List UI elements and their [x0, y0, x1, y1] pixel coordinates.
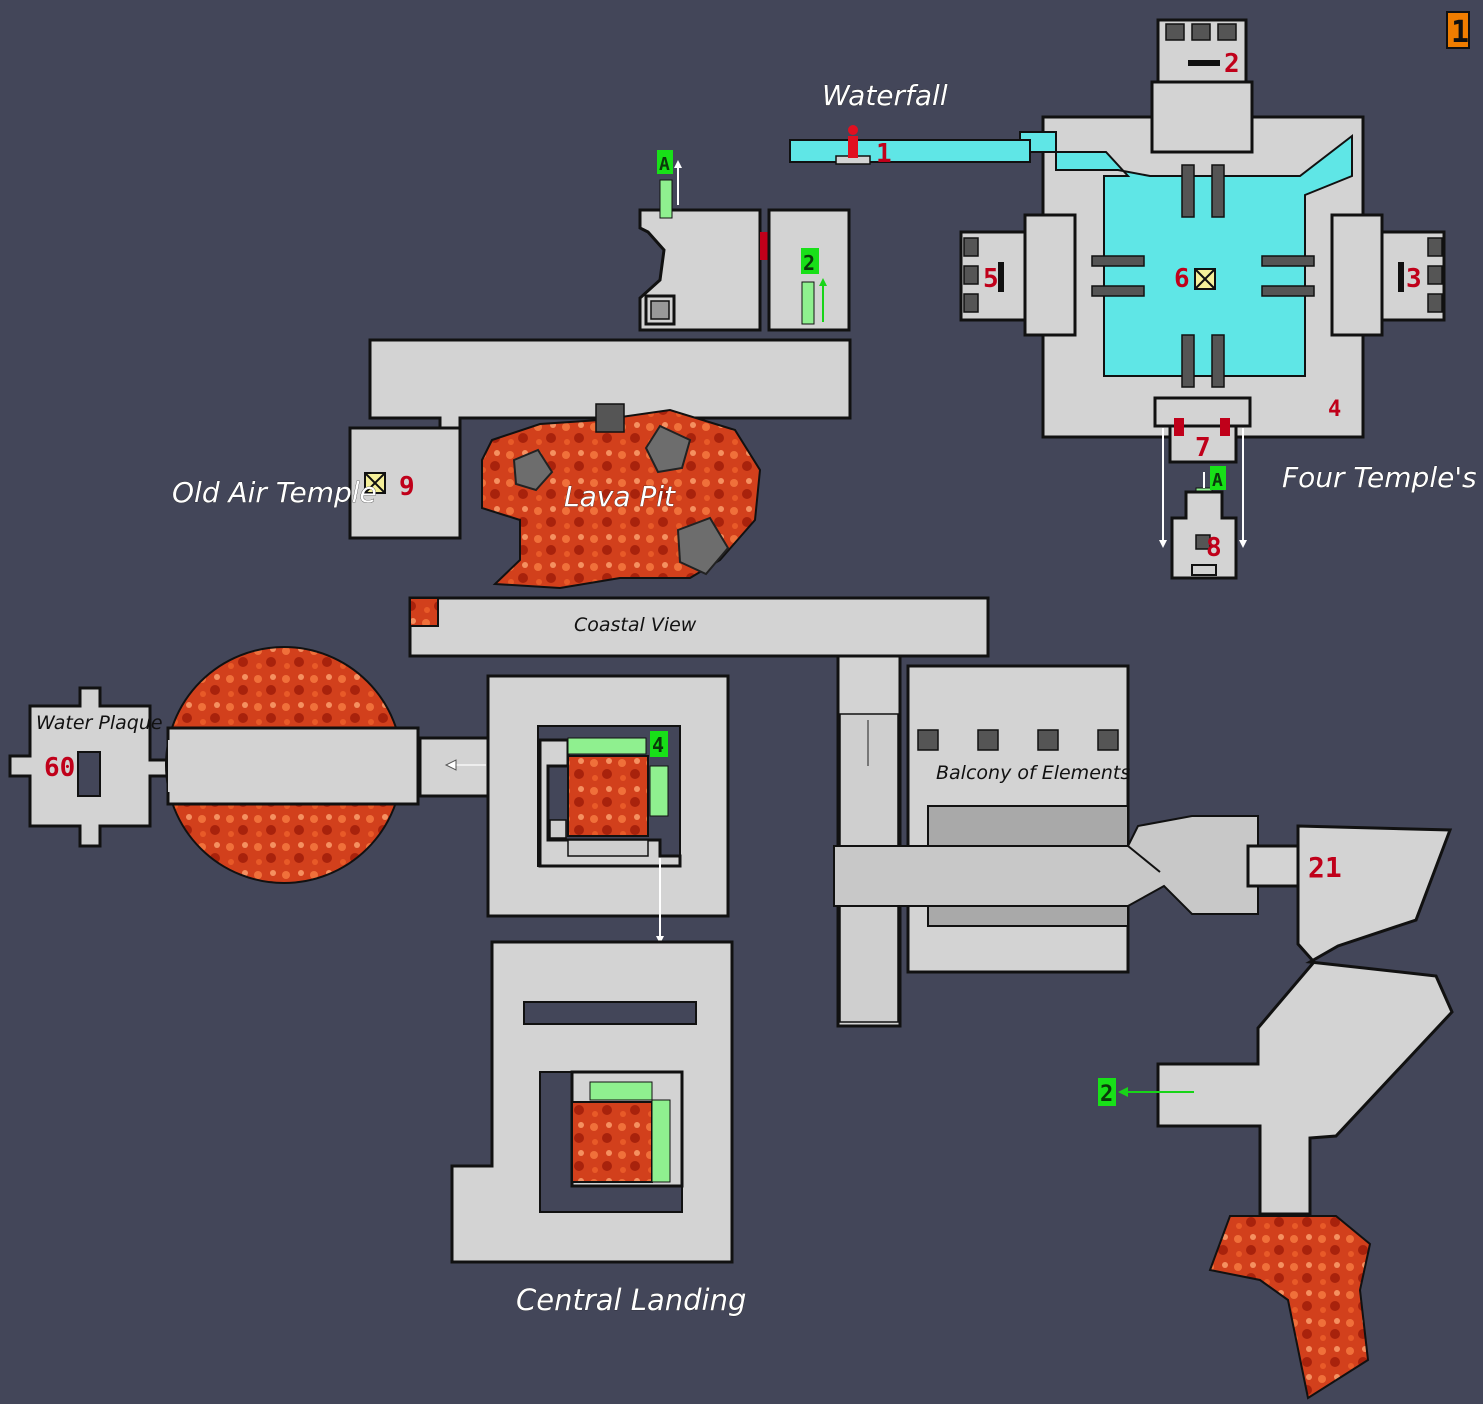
player-start-icon — [848, 125, 858, 135]
marker-2[interactable]: 2 — [1224, 49, 1240, 79]
link-exit-2-east[interactable]: 2 — [1100, 1082, 1113, 1107]
central-shrine-upper — [486, 674, 730, 944]
central-upper-lava — [567, 755, 649, 837]
marker-6[interactable]: 6 — [1174, 264, 1190, 294]
coastal-lava-pocket — [409, 597, 439, 627]
balcony-gate — [1246, 844, 1300, 888]
link-stairs-a-temple[interactable]: A — [1212, 470, 1223, 491]
lava-pit-label: Lava Pit — [564, 480, 676, 513]
temple-west-antechamber — [1023, 213, 1077, 337]
air-temple-upper-room — [638, 208, 762, 332]
waterfall-area — [789, 125, 1031, 165]
page-marker-number: 1 — [1451, 15, 1469, 50]
east-cliff-area — [1118, 824, 1454, 1400]
balcony-of-elements-label: Balcony of Elements — [936, 762, 1130, 784]
balcony-area — [833, 654, 1300, 1028]
temple-north-antechamber — [1150, 80, 1254, 154]
marker-9[interactable]: 9 — [399, 472, 415, 502]
coastal-view-hall — [408, 596, 990, 658]
central-landing-label: Central Landing — [516, 1283, 746, 1317]
temple-south-entry — [1153, 396, 1252, 428]
link-stairs-2-room[interactable]: 2 — [803, 251, 815, 275]
waterfall-label: Waterfall — [822, 79, 948, 112]
east-lava-flow — [1208, 1215, 1372, 1400]
temple-east-antechamber — [1330, 213, 1384, 337]
east-cliff-path — [1156, 824, 1454, 1216]
central-landing-area — [450, 940, 734, 1264]
marker-60[interactable]: 60 — [44, 753, 75, 783]
water-plaque-area — [8, 646, 490, 884]
marker-3[interactable]: 3 — [1406, 264, 1422, 294]
link-stairs-a-top[interactable]: A — [659, 154, 670, 175]
central-landing-lava — [571, 1101, 653, 1183]
old-air-temple — [348, 160, 852, 540]
page-marker-badge — [1446, 11, 1470, 49]
balcony-bridge — [833, 815, 1259, 915]
marker-1[interactable]: 1 — [876, 139, 892, 169]
lava-pit-area — [481, 403, 762, 590]
four-temples-complex — [959, 18, 1446, 580]
four-temples-label: Four Temple's — [1282, 461, 1477, 494]
old-air-temple-label: Old Air Temple — [172, 476, 377, 509]
coastal-view-label: Coastal View — [574, 614, 697, 636]
marker-7[interactable]: 7 — [1195, 433, 1211, 463]
marker-5[interactable]: 5 — [983, 264, 999, 294]
marker-8[interactable]: 8 — [1206, 533, 1222, 563]
marker-4[interactable]: 4 — [1328, 397, 1341, 422]
link-stairs-4-center[interactable]: 4 — [652, 733, 664, 757]
marker-21[interactable]: 21 — [1308, 851, 1342, 884]
water-plaque-label: Water Plaque — [36, 712, 163, 734]
coastal-view-area — [408, 596, 990, 658]
waterfall-channel — [789, 139, 1031, 163]
